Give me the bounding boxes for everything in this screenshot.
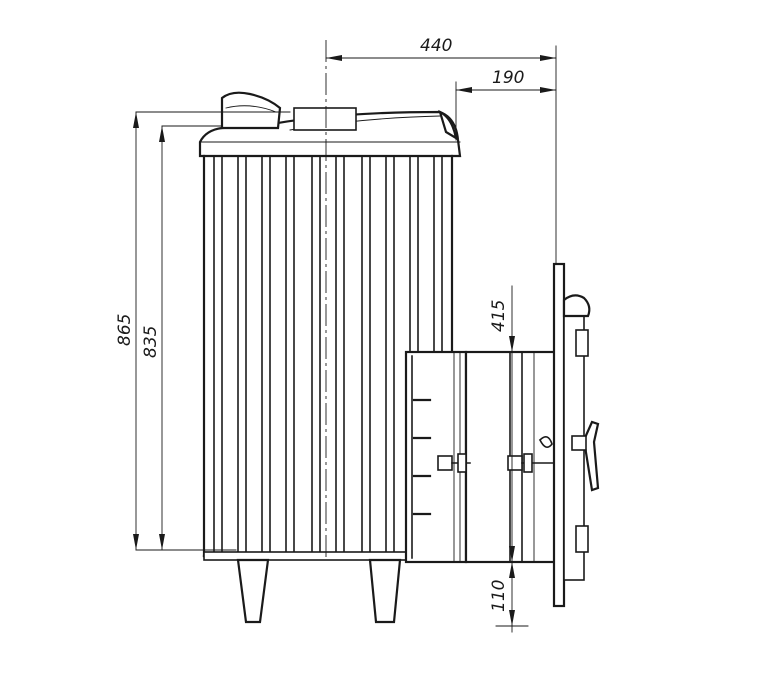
arrow-head xyxy=(133,534,139,550)
dim-label-190: 190 xyxy=(492,68,524,88)
leg-left xyxy=(236,558,270,624)
door-hinge-bottom xyxy=(575,525,589,553)
door-hinge-top xyxy=(575,329,589,357)
dim-label-865: 865 xyxy=(115,314,135,346)
arrow-head xyxy=(159,534,165,550)
arrow-head xyxy=(540,87,556,93)
leg-right xyxy=(368,558,402,624)
door-top-knob xyxy=(562,294,591,318)
arrow-head xyxy=(159,126,165,142)
door-handle-base xyxy=(571,435,587,451)
door-plate xyxy=(552,262,566,608)
bolt-nut xyxy=(523,453,533,473)
dim-label-415: 415 xyxy=(489,300,509,332)
bolt-nut xyxy=(457,453,467,473)
bolt-head xyxy=(437,455,453,471)
dim-label-835: 835 xyxy=(141,326,161,358)
latch-bolt-left xyxy=(437,453,471,473)
dim-label-440: 440 xyxy=(420,36,452,56)
dimension-firebox-offset: 110 xyxy=(489,562,515,626)
dim-label-110: 110 xyxy=(489,580,509,612)
arrow-head xyxy=(540,55,556,61)
base-plate xyxy=(203,551,417,561)
firebox-assembly xyxy=(404,262,600,608)
stove-body xyxy=(198,91,462,624)
arrow-head xyxy=(456,87,472,93)
arrow-head xyxy=(509,546,515,562)
door-lock-spring xyxy=(538,436,553,448)
latch-bolt-right xyxy=(507,453,557,473)
dimension-width-door: 190 xyxy=(455,68,557,141)
bolt-head xyxy=(507,455,523,471)
dimension-width-total: 440 xyxy=(325,36,557,265)
arrow-head xyxy=(133,112,139,128)
top-handle xyxy=(220,91,282,130)
arrow-head xyxy=(509,562,515,578)
body-ribs xyxy=(213,155,443,557)
door-handle xyxy=(582,420,600,492)
arrow-head xyxy=(509,336,515,352)
arrow-head xyxy=(326,55,342,61)
dimension-height-body: 835 xyxy=(141,125,223,551)
chimney-collar xyxy=(293,107,357,131)
top-handle-detail xyxy=(225,105,277,113)
arrow-head xyxy=(509,610,515,626)
firebox-frame xyxy=(404,350,468,564)
